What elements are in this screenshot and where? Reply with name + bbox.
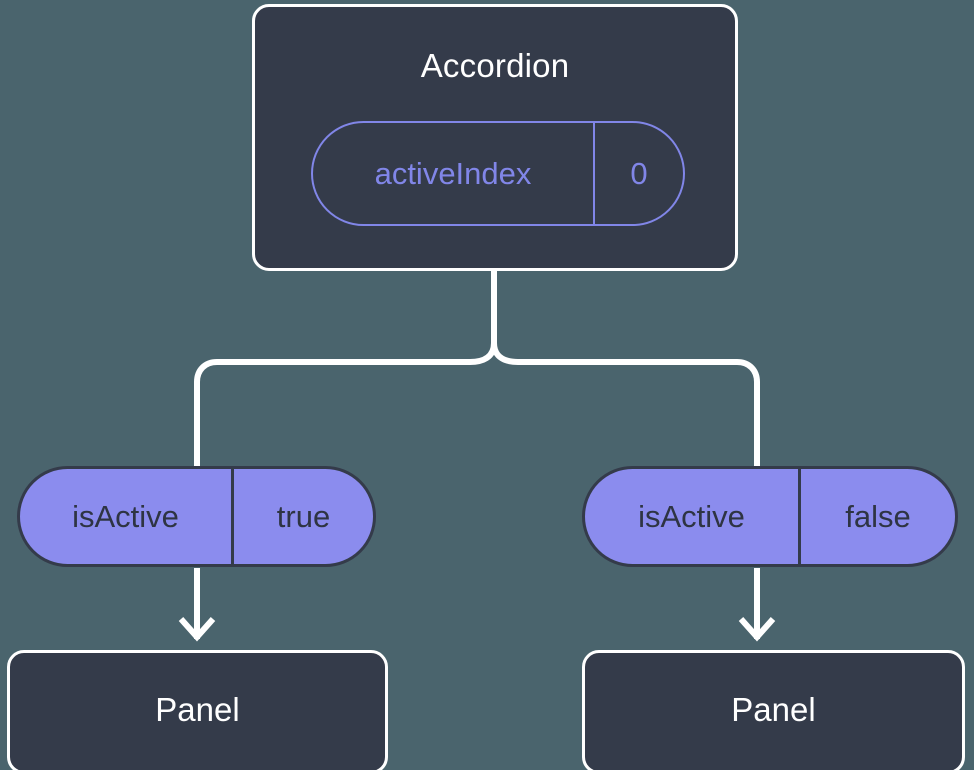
state-pill-key: activeIndex	[313, 123, 595, 224]
panel-component-node-left[interactable]: Panel	[7, 650, 388, 770]
prop-pill-left-value: true	[276, 498, 331, 534]
prop-pill-right-value: false	[845, 498, 911, 534]
state-pill-value: 0	[630, 155, 648, 191]
arrow-right-head-icon	[738, 617, 776, 642]
prop-pill-left-key: isActive	[20, 469, 234, 564]
panel-left-title: Panel	[155, 690, 240, 728]
page-title: Accordion	[420, 47, 570, 84]
accordion-component-node[interactable]: Accordion activeIndex 0	[252, 4, 738, 271]
panel-right-title: Panel	[731, 690, 816, 728]
prop-pill-right-is-active[interactable]: isActive false	[582, 466, 958, 567]
split-junction-right	[491, 342, 760, 467]
state-pill-active-index[interactable]: activeIndex 0	[311, 121, 685, 226]
split-junction-left	[194, 342, 497, 467]
prop-pill-right-key: isActive	[585, 469, 801, 564]
panel-component-node-right[interactable]: Panel	[582, 650, 965, 770]
prop-pill-left-is-active[interactable]: isActive true	[17, 466, 376, 567]
arrow-left-head-icon	[178, 617, 216, 642]
